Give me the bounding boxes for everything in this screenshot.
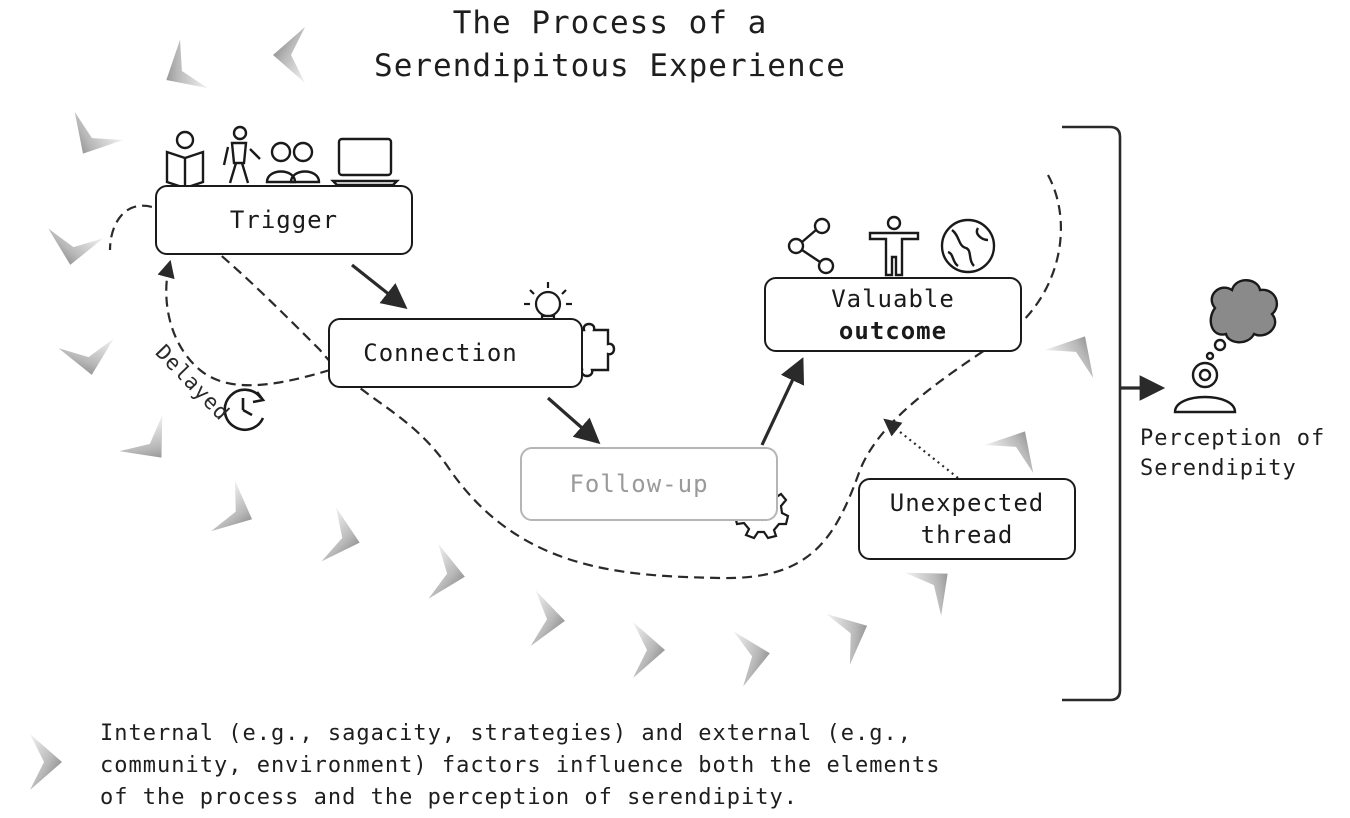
chevron-right-icon: [321, 507, 367, 570]
follow-up-label: Follow-up: [569, 470, 709, 498]
arrow-connection-to-followup: [546, 396, 601, 445]
clock-refresh-icon: [223, 388, 266, 431]
delayed-loop: [157, 259, 331, 387]
share-icon: [787, 217, 835, 275]
serendipity-path: [108, 174, 1062, 580]
legend-line2: community, environment) factors influenc…: [100, 753, 941, 778]
arrow-followup-to-outcome: [760, 357, 805, 446]
chevron-right-icon: [1044, 322, 1110, 379]
trigger-label: Trigger: [229, 206, 339, 234]
outcome-label-line1: Valuable: [831, 284, 955, 313]
chevron-right-icon: [530, 590, 568, 649]
chevron-right-icon: [733, 625, 775, 687]
chevron-right-icon: [633, 622, 665, 678]
perception-label-line2: Serendipity: [1140, 456, 1297, 481]
hiker-icon: [222, 125, 261, 184]
outcome-label-line2: outcome: [838, 316, 948, 345]
chevron-right-icon: [211, 480, 264, 545]
chevron-right-icon: [58, 338, 120, 380]
chevron-right-icon: [826, 600, 879, 665]
chevron-right-icon: [119, 415, 183, 476]
chevron-right-icon: [984, 417, 1050, 474]
people-icon: [265, 141, 321, 184]
unexpected-label-line1: Unexpected: [889, 489, 1045, 517]
diagram-title-line1: The Process of a: [452, 5, 768, 41]
chevron-right-icon: [30, 734, 62, 790]
chevron-right-icon: [905, 552, 966, 616]
diagram-title-line2: Serendipitous Experience: [374, 48, 846, 84]
arrow-unexpected-thread: [883, 418, 959, 479]
valuable-outcome-node: Valuable outcome: [764, 277, 1022, 352]
person-icon: [868, 215, 920, 277]
legend-line3: of the process and the perception of ser…: [100, 785, 799, 810]
chevron-right-icon: [428, 543, 470, 605]
unexpected-label-line2: thread: [920, 521, 1014, 549]
perception-label: Perception of Serendipity: [1140, 424, 1325, 484]
chevron-right-icon: [152, 39, 209, 105]
arrow-trigger-to-connection: [351, 263, 408, 309]
thinking-person-icon: [1173, 279, 1279, 414]
legend-line1: Internal (e.g., sagacity, strategies) an…: [100, 721, 912, 746]
trigger-node: Trigger: [155, 185, 413, 255]
bracket: [1062, 125, 1122, 702]
perception-label-line1: Perception of: [1140, 426, 1326, 451]
unexpected-thread-node: Unexpected thread: [858, 478, 1076, 560]
globe-icon: [940, 218, 996, 274]
legend: Internal (e.g., sagacity, strategies) an…: [100, 718, 940, 814]
connection-node: Connection: [328, 318, 583, 388]
follow-up-node: Follow-up: [520, 447, 778, 521]
connection-label: Connection: [363, 339, 518, 367]
laptop-icon: [330, 137, 400, 187]
chevron-right-icon: [58, 111, 124, 168]
chevron-right-icon: [42, 228, 104, 270]
book-reader-icon: [165, 130, 205, 190]
